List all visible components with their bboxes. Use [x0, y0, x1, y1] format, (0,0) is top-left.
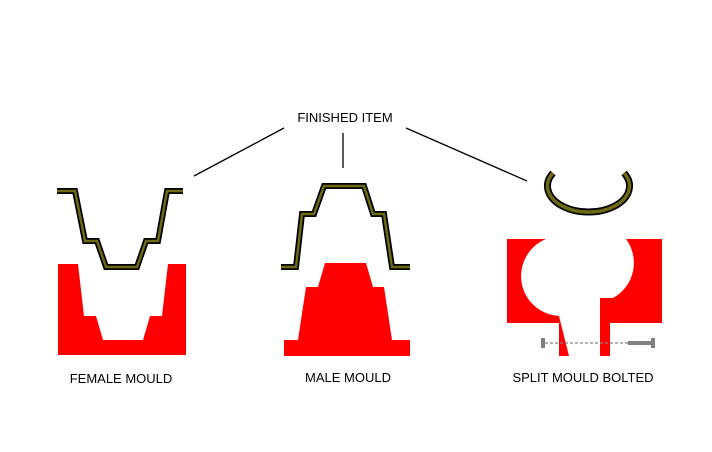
male-mould — [284, 263, 410, 356]
split-finished-item-inner — [545, 171, 632, 214]
male-mould-group — [281, 183, 410, 356]
split-mould-right — [600, 239, 662, 356]
leader-line-right — [405, 127, 528, 182]
split-mould-group — [507, 170, 662, 356]
finished-item-label: FINISHED ITEM — [297, 110, 392, 125]
bolt — [541, 338, 655, 348]
male-finished-item-inner — [281, 184, 410, 269]
bolt-nut — [628, 341, 651, 345]
split-mould-left — [507, 239, 569, 356]
female-finished-item-inner — [57, 189, 183, 269]
female-mould-group — [57, 188, 186, 355]
leader-lines — [193, 127, 528, 182]
female-mould — [58, 264, 186, 355]
bolt-head-right — [651, 338, 655, 348]
male-mould-label: MALE MOULD — [305, 370, 391, 385]
bolt-head-left — [541, 338, 545, 348]
split-mould-label: SPLIT MOULD BOLTED — [512, 370, 653, 385]
female-mould-label: FEMALE MOULD — [70, 371, 173, 386]
leader-line-left — [193, 127, 285, 177]
